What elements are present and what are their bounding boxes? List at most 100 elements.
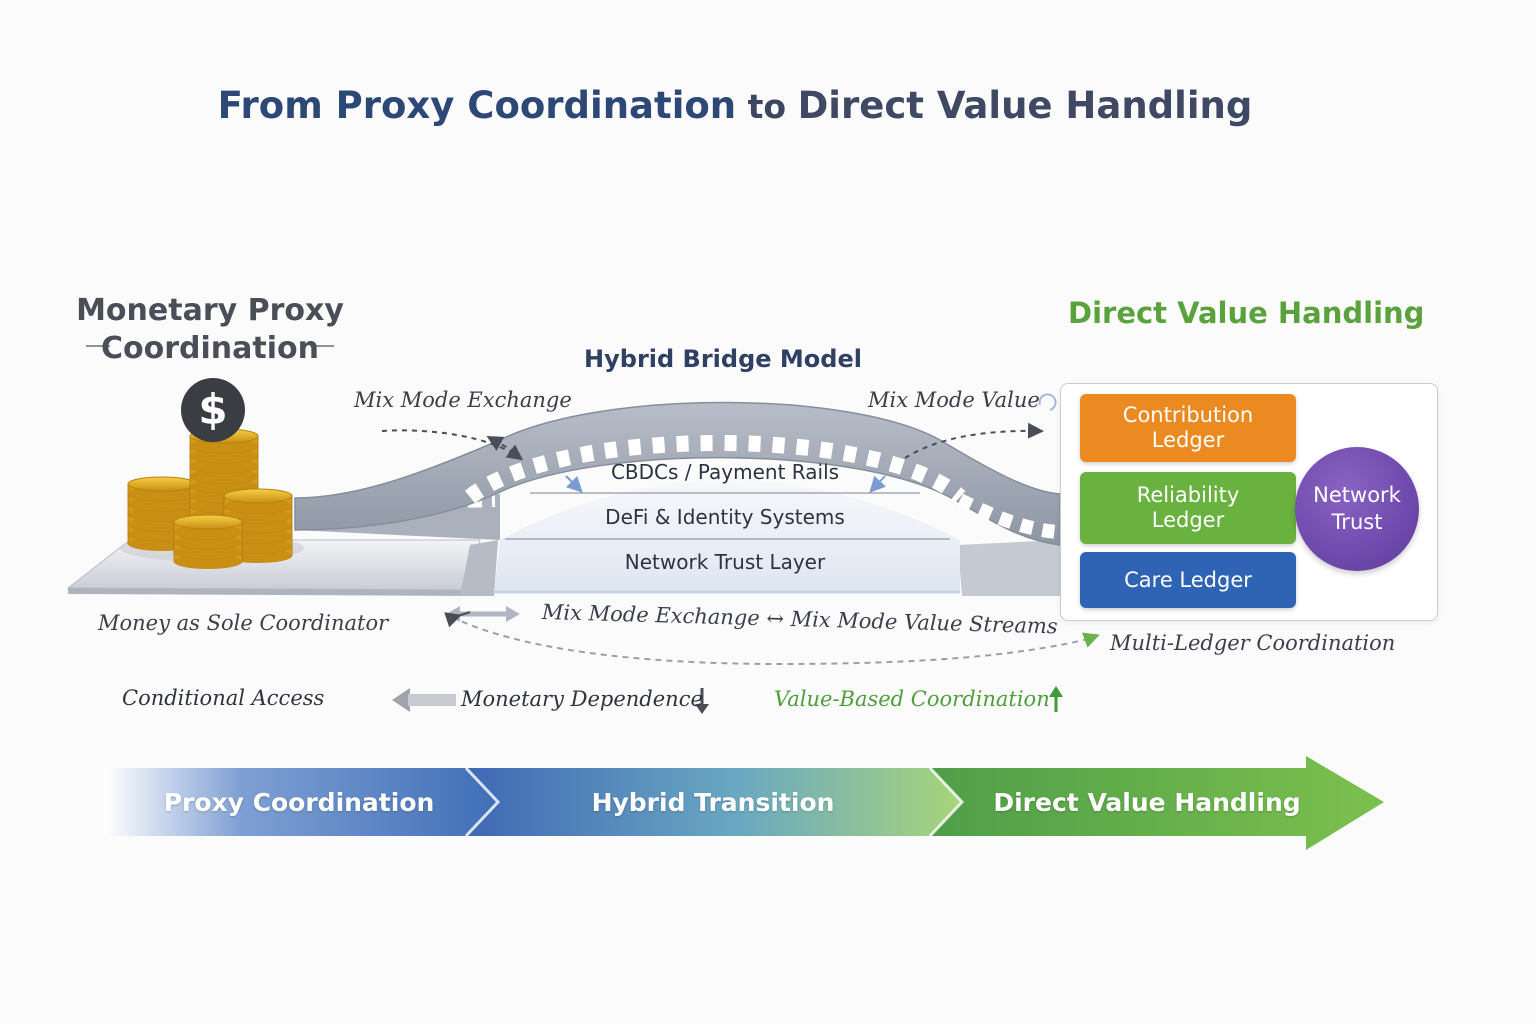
value-based-label: Value-Based Coordination bbox=[774, 687, 1050, 711]
left-caption: Money as Sole Coordinator bbox=[98, 611, 389, 635]
coin-face bbox=[173, 514, 243, 530]
right-caption: Multi-Ledger Coordination bbox=[1110, 631, 1396, 655]
coin-edge bbox=[173, 551, 243, 563]
coin-face bbox=[127, 476, 197, 492]
coin-edge bbox=[223, 535, 293, 547]
right-heading: Direct Value Handling bbox=[1068, 296, 1425, 330]
coin-edge bbox=[173, 531, 243, 543]
coin-edge bbox=[223, 495, 293, 507]
coin-base bbox=[128, 537, 196, 551]
coin-edge bbox=[127, 513, 197, 525]
network-trust-line1: Network bbox=[1313, 483, 1401, 507]
coin-face bbox=[223, 538, 293, 554]
coin-base bbox=[128, 487, 196, 501]
bridge-label-left: Mix Mode Exchange bbox=[354, 388, 572, 412]
care-ledger: Care Ledger bbox=[1080, 552, 1296, 608]
network-trust-line2: Trust bbox=[1331, 510, 1383, 534]
coin-face bbox=[189, 448, 259, 464]
coin-edge bbox=[189, 495, 259, 507]
care-ledger-line1: Care Ledger bbox=[1124, 567, 1252, 592]
coin-edge bbox=[127, 503, 197, 515]
coin-stacks-icon bbox=[120, 428, 304, 569]
coin-edge bbox=[223, 545, 293, 557]
left-heading: Monetary Proxy Coordination bbox=[60, 292, 360, 368]
coin-face bbox=[127, 506, 197, 522]
coin-face bbox=[173, 544, 243, 560]
coin-base bbox=[224, 509, 292, 523]
monetary-dependence-label: Monetary Dependence bbox=[461, 687, 703, 711]
bridge-label-right: Mix Mode Value bbox=[868, 388, 1040, 412]
coin-edge bbox=[223, 505, 293, 517]
stage-direct-value-handling: Direct Value Handling bbox=[993, 788, 1301, 817]
coin-base bbox=[224, 499, 292, 513]
coin-base bbox=[174, 525, 242, 539]
layer-defi: DeFi & Identity Systems bbox=[605, 505, 845, 529]
coin-base bbox=[190, 499, 258, 513]
diagram-title: From Proxy Coordination to Direct Value … bbox=[0, 84, 1470, 127]
coin-edge bbox=[127, 493, 197, 505]
coin-edge bbox=[223, 515, 293, 527]
coin-base bbox=[174, 555, 242, 569]
coin-base bbox=[128, 527, 196, 541]
coin-base bbox=[174, 545, 242, 559]
coin-face bbox=[189, 498, 259, 514]
conditional-access-label: Conditional Access bbox=[122, 686, 325, 710]
coin-base bbox=[190, 459, 258, 473]
coin-face bbox=[189, 458, 259, 474]
coin-edge bbox=[173, 521, 243, 533]
title-part-to: to bbox=[736, 87, 798, 126]
reliability-ledger-line1: Reliability bbox=[1136, 483, 1240, 507]
left-heading-line1: Monetary Proxy bbox=[76, 293, 344, 328]
title-part-direct: Direct Value Handling bbox=[797, 84, 1253, 127]
coin-base bbox=[190, 479, 258, 493]
layer-cbdc: CBDCs / Payment Rails bbox=[610, 460, 840, 484]
coin-edge bbox=[189, 505, 259, 517]
coin-edge bbox=[189, 465, 259, 477]
coin-base bbox=[224, 519, 292, 533]
coin-base bbox=[128, 507, 196, 521]
coin-face bbox=[173, 524, 243, 540]
coin-edge bbox=[189, 475, 259, 487]
coin-base bbox=[128, 497, 196, 511]
coin-face bbox=[127, 496, 197, 512]
bridge-heading: Hybrid Bridge Model bbox=[584, 345, 862, 373]
coin-face bbox=[189, 478, 259, 494]
left-heading-line2: Coordination bbox=[101, 331, 319, 366]
coin-face bbox=[189, 468, 259, 484]
coin-face bbox=[223, 498, 293, 514]
coin-face bbox=[223, 528, 293, 544]
coin-base bbox=[224, 529, 292, 543]
coin-face bbox=[127, 516, 197, 532]
coin-base bbox=[190, 489, 258, 503]
coin-face bbox=[127, 526, 197, 542]
coin-base bbox=[190, 469, 258, 483]
coin-edge bbox=[173, 541, 243, 553]
coin-base bbox=[190, 449, 258, 463]
coin-face bbox=[223, 508, 293, 524]
coin-face bbox=[173, 534, 243, 550]
coin-edge bbox=[189, 455, 259, 467]
coin-base bbox=[174, 535, 242, 549]
coin-edge bbox=[127, 483, 197, 495]
contribution-ledger-line1: Contribution bbox=[1122, 403, 1254, 427]
coin-edge bbox=[127, 533, 197, 545]
coin-face bbox=[223, 518, 293, 534]
coin-face bbox=[189, 438, 259, 454]
coin-base bbox=[224, 549, 292, 563]
coin-face bbox=[223, 488, 293, 504]
title-part-proxy: From Proxy Coordination bbox=[217, 84, 737, 127]
coin-base bbox=[190, 509, 258, 523]
coin-base bbox=[128, 517, 196, 531]
coin-base bbox=[190, 439, 258, 453]
contribution-ledger-line2: Ledger bbox=[1151, 428, 1225, 452]
layer-network-trust: Network Trust Layer bbox=[624, 550, 826, 574]
coin-edge bbox=[127, 523, 197, 535]
coin-base bbox=[224, 539, 292, 553]
stage-proxy-coordination: Proxy Coordination bbox=[163, 788, 435, 817]
dollar-icon: $ bbox=[181, 378, 245, 442]
coin-face bbox=[127, 486, 197, 502]
reliability-ledger-line2: Ledger bbox=[1151, 508, 1225, 532]
